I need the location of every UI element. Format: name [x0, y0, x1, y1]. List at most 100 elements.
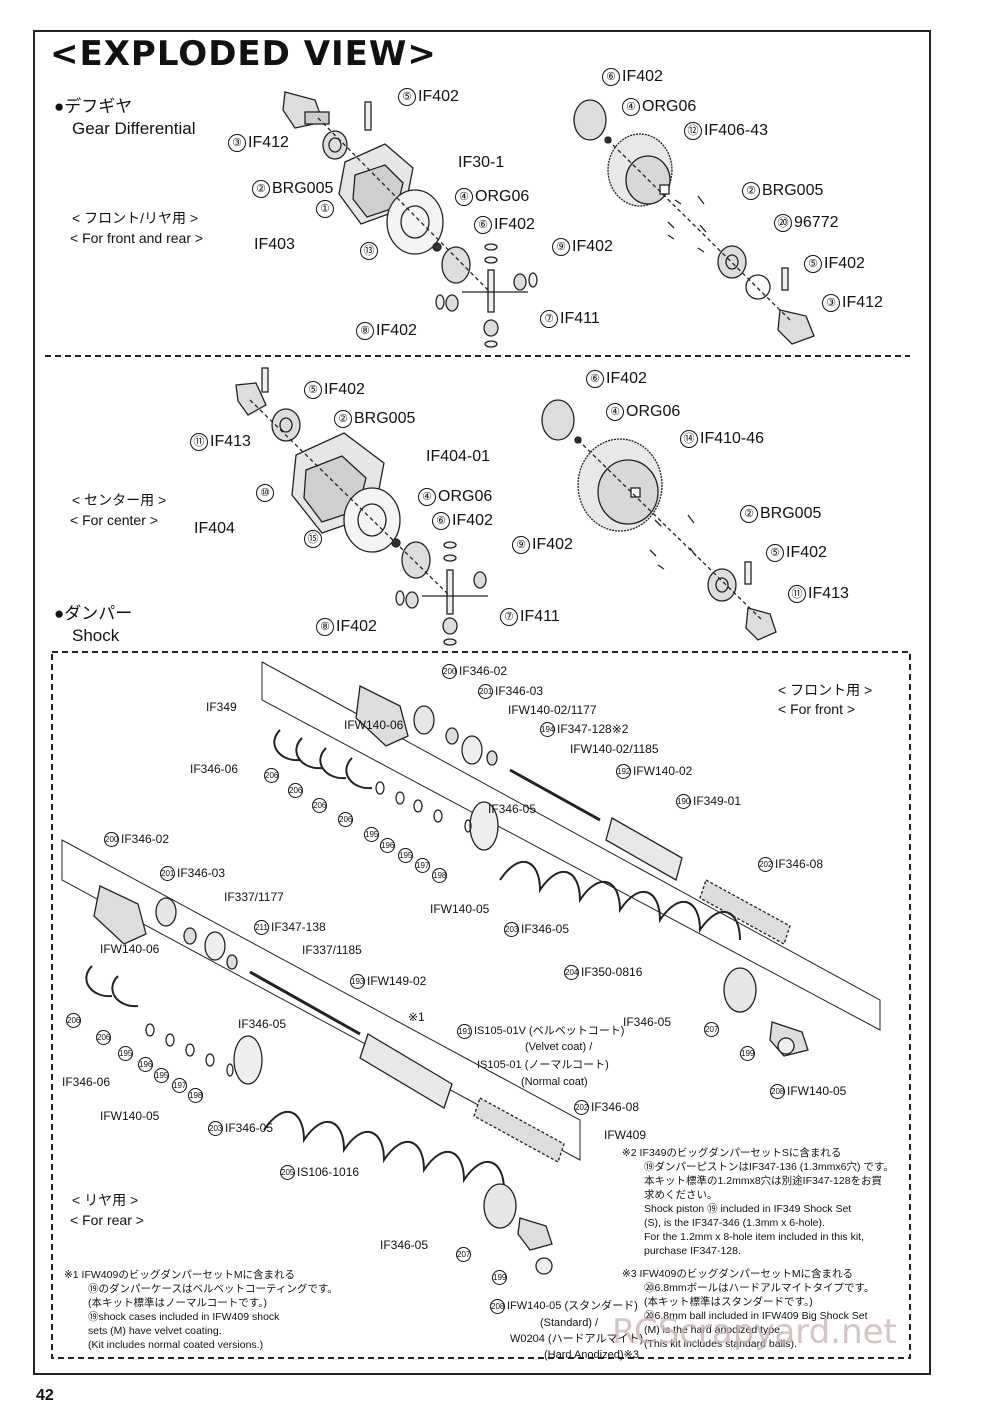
part-label: (Standard) / — [540, 1317, 599, 1329]
page-frame — [33, 30, 931, 1375]
center-diff-sub-jp: < センター用 > — [72, 492, 167, 508]
gear-diff-sub-jp: < フロント/リヤ用 > — [72, 210, 199, 226]
part-label: IF346-06 — [62, 1075, 111, 1089]
part-label: (Velvet coat) / — [525, 1041, 593, 1053]
gear-diff-heading-en: Gear Differential — [72, 119, 196, 138]
rear-shock-sub-jp: < リヤ用 > — [72, 1192, 139, 1208]
part-label: 196 — [380, 836, 397, 854]
part-label: 195 — [398, 846, 415, 864]
shock-heading-en: Shock — [72, 626, 120, 645]
part-label: (Normal coat) — [521, 1076, 588, 1088]
part-label: 197 — [415, 856, 432, 874]
part-label: ⑬ — [360, 242, 380, 260]
center-diff-sub-en: < For center > — [70, 512, 158, 528]
part-label: 207 — [456, 1245, 473, 1263]
part-label: 195 — [118, 1044, 135, 1062]
part-label: IF346-05 — [488, 802, 537, 816]
note-3: ※3 IFW409のビッグダンパーセットMに含まれる ⑳6.8mmボールはハード… — [622, 1268, 875, 1350]
part-label: IF403 — [254, 236, 295, 253]
part-label: 206 — [96, 1028, 113, 1046]
part-label: ⑩ — [256, 484, 276, 502]
part-label: 198 — [188, 1086, 205, 1104]
note-2: ※2 IF349のビッグダンパーセットSに含まれる ⑲ダンパーピストンはIF34… — [622, 1147, 894, 1257]
part-label: IF346-05 — [238, 1017, 287, 1031]
front-shock-parts — [261, 661, 881, 1057]
part-label: 206 — [312, 796, 329, 814]
part-label: (Hard Anodized)※3 — [544, 1349, 639, 1361]
rear-shock-sub-en: < For rear > — [70, 1212, 144, 1228]
part-label: 197 — [172, 1076, 189, 1094]
gear-diff-sub-en: < For front and rear > — [70, 230, 204, 246]
part-label: IF30-1 — [458, 154, 505, 171]
part-label: IF349 — [206, 700, 237, 714]
part-label: IF346-05 — [623, 1015, 672, 1029]
page-number: 42 — [36, 1387, 54, 1404]
part-label: 206 — [288, 781, 305, 799]
gear-diff-left-parts — [282, 91, 538, 348]
center-diff-left-parts — [235, 367, 488, 646]
gear-diff-right-parts — [573, 99, 815, 345]
part-label: IFW140-05 — [100, 1109, 160, 1123]
page-title: <EXPLODED VIEW> — [50, 34, 437, 74]
gear-diff-heading-jp: ●デフギヤ — [54, 97, 133, 116]
note-1: ※1 IFW409のビッグダンパーセットMに含まれる ⑲のダンパーケースはベルベ… — [64, 1269, 338, 1351]
part-label: 206 — [66, 1011, 83, 1029]
part-label: IF337/1185 — [302, 943, 362, 957]
part-label: 195 — [364, 825, 381, 843]
part-label: 207 — [704, 1020, 721, 1038]
part-label: IF404-01 — [426, 448, 491, 465]
center-diff-right-parts — [541, 399, 777, 641]
part-label: IF337/1177 — [224, 890, 284, 904]
part-label: ※1 — [408, 1010, 425, 1024]
part-label: ⑮ — [304, 530, 324, 548]
rear-shock-parts — [61, 839, 581, 1275]
part-label: IFW140-02/1185 — [570, 742, 659, 756]
part-label: IFW140-02/1177 — [508, 703, 597, 717]
watermark: RCScrapyard.net — [612, 1312, 897, 1352]
part-label: ① — [316, 200, 336, 218]
part-label: IF346-06 — [190, 762, 239, 776]
part-label: IF404 — [194, 520, 235, 537]
part-label: 199 — [740, 1044, 757, 1062]
part-label: IS105-01 (ノーマルコート) — [477, 1059, 609, 1071]
part-label: 198 — [432, 866, 449, 884]
front-shock-sub-en: < For front > — [778, 701, 856, 717]
